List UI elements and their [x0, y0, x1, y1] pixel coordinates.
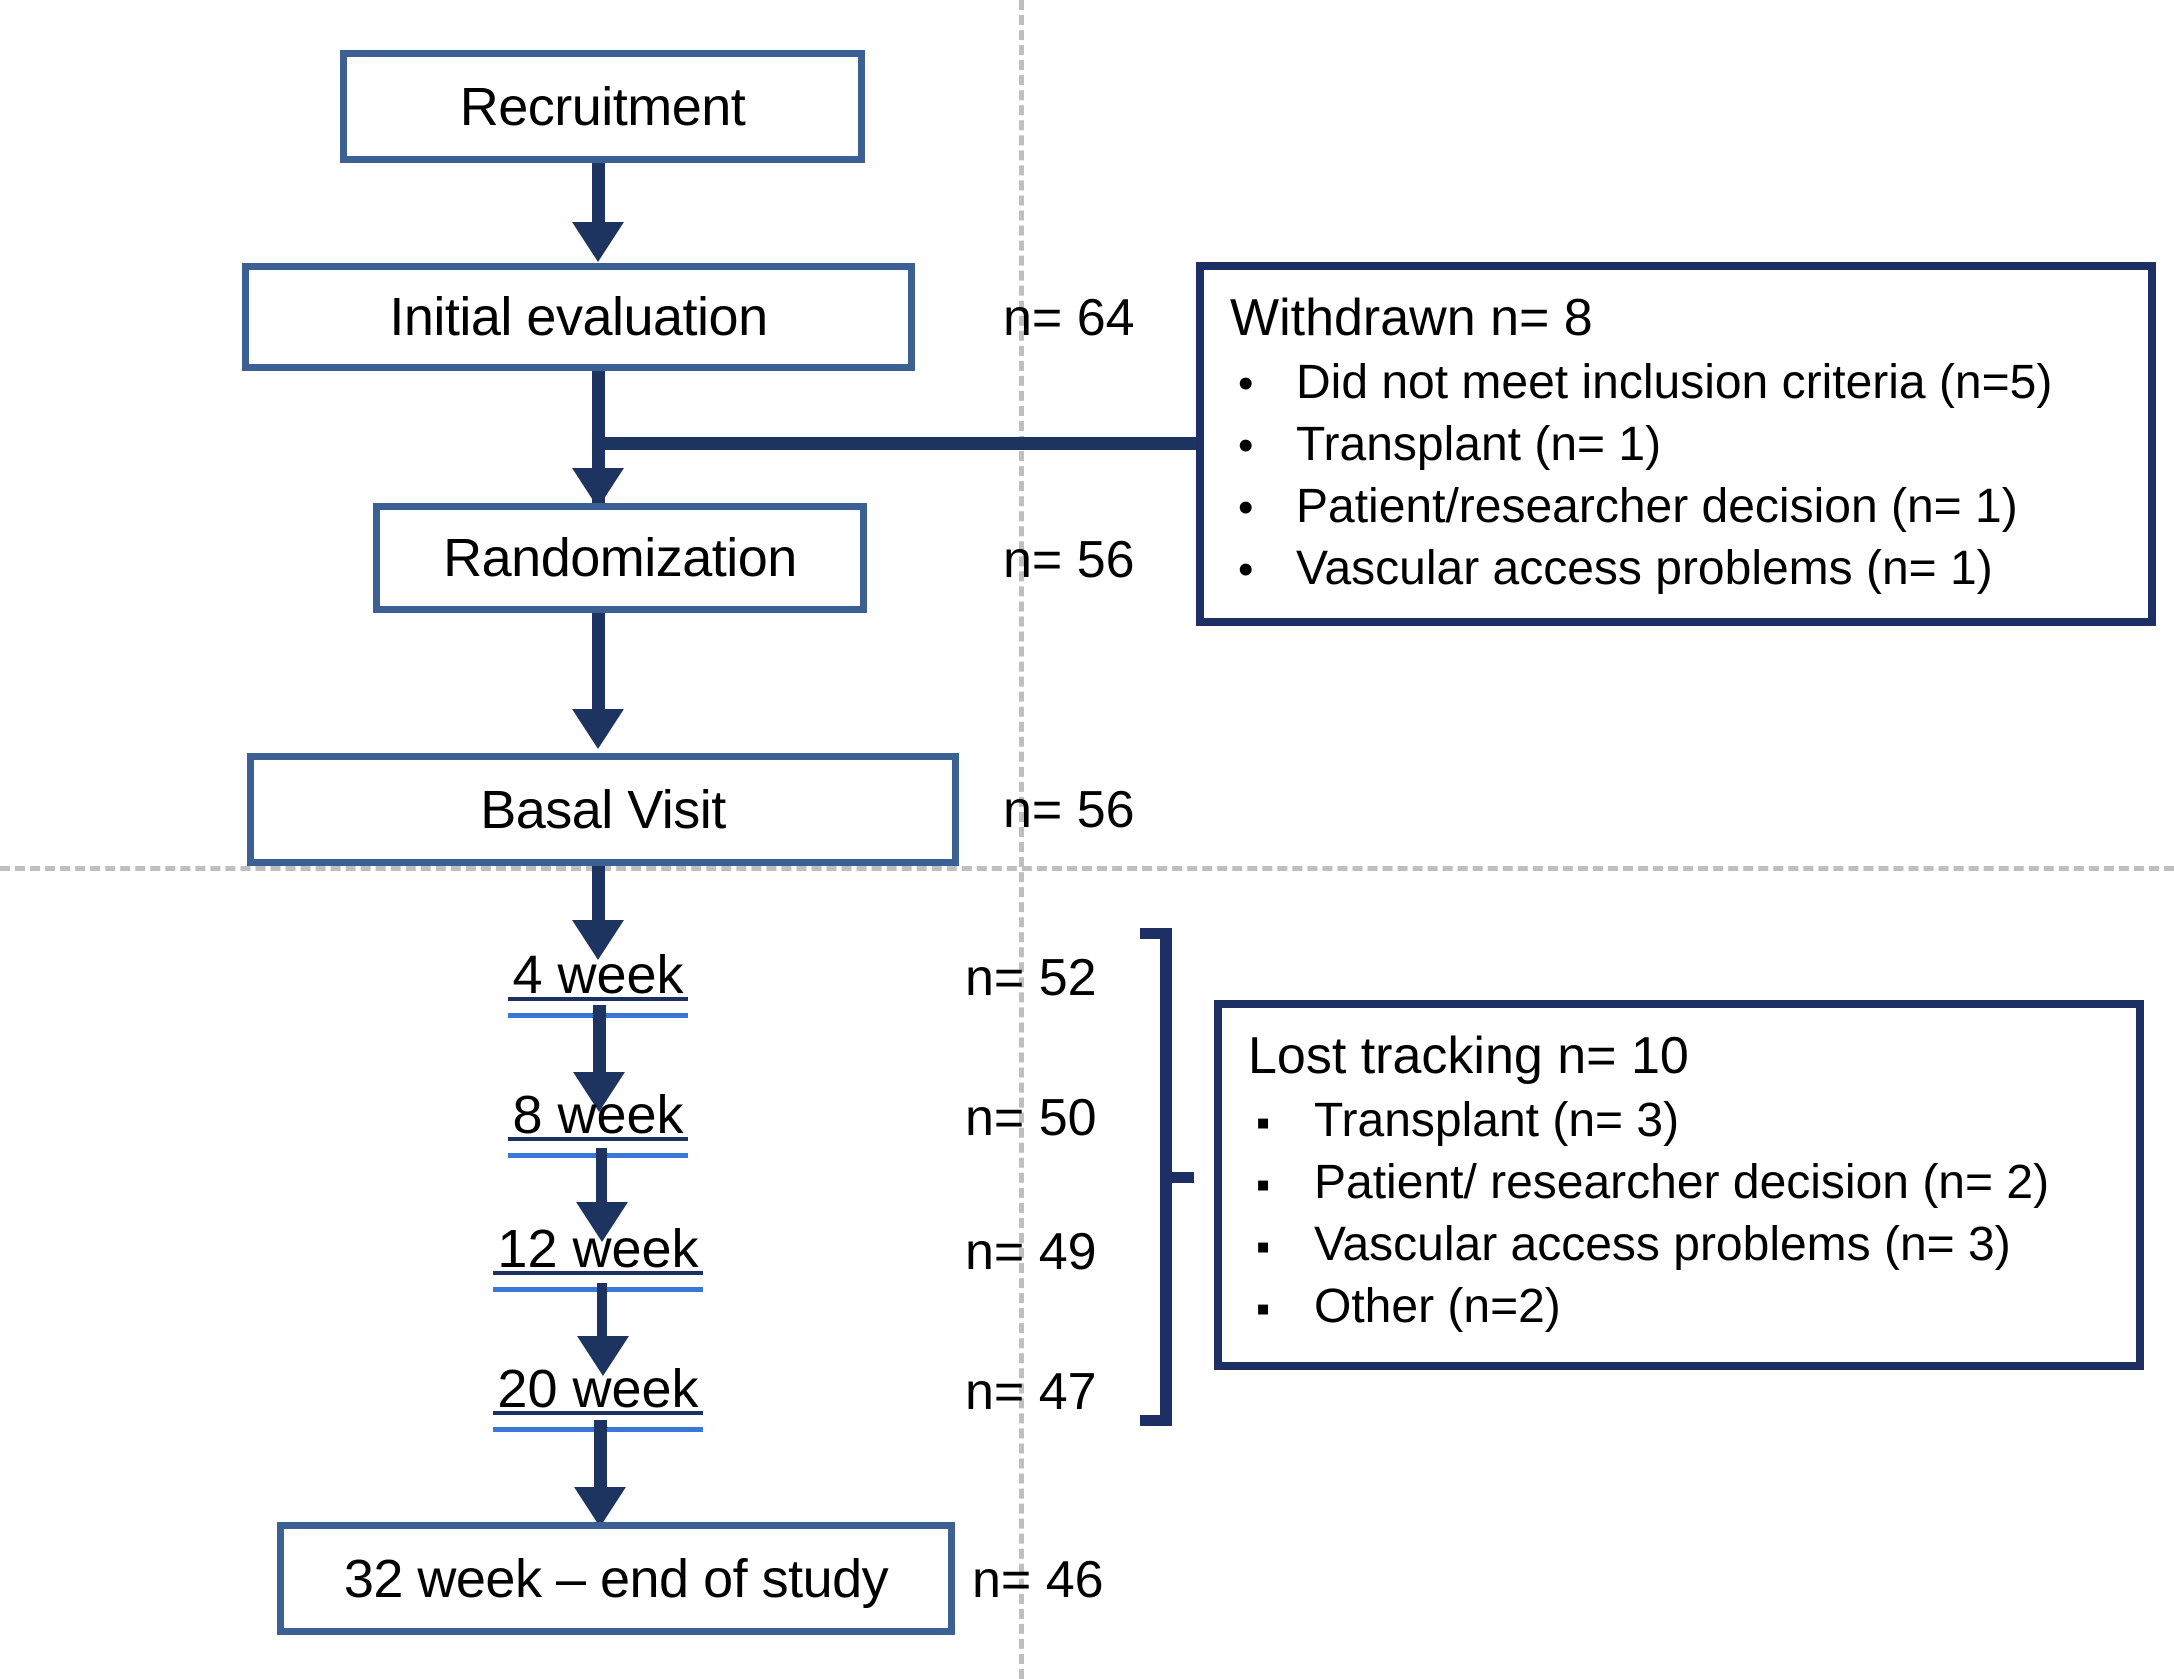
arrow-randomization-to-basal-shaft: [592, 613, 605, 715]
bullet-square-icon: [1244, 1097, 1314, 1145]
n-label-basal-visit: n= 56: [1003, 781, 1135, 839]
n-label-week-20: n= 47: [965, 1363, 1097, 1421]
bullet-dot-icon: [1226, 483, 1296, 531]
box-end-of-study[interactable]: 32 week – end of study: [277, 1522, 955, 1635]
n-label-end-of-study: n= 46: [972, 1551, 1104, 1609]
lost-tracking-item: Other (n=2): [1244, 1283, 2116, 1331]
lost-tracking-box-title: Lost tracking n= 10: [1248, 1027, 1689, 1085]
arrow-recruitment-to-initial-head: [572, 222, 624, 262]
withdrawn-item-label: Vascular access problems (n= 1): [1296, 542, 1993, 596]
box-randomization-label: Randomization: [443, 528, 797, 588]
horizontal-dashed-guide: [0, 866, 2174, 871]
withdrawn-item: Did not meet inclusion criteria (n=5): [1226, 359, 2128, 407]
step-week-4[interactable]: 4 week: [448, 945, 748, 1018]
n-label-initial-evaluation: n= 64: [1003, 289, 1135, 347]
arrow-week4-to-week8-head: [573, 1072, 625, 1112]
arrow-recruitment-to-initial-shaft: [592, 163, 605, 228]
withdrawn-item-label: Transplant (n= 1): [1296, 418, 1662, 472]
lost-tracking-item: Patient/ researcher decision (n= 2): [1244, 1159, 2116, 1207]
lost-tracking-item: Transplant (n= 3): [1244, 1097, 2116, 1145]
step-week-4-label: 4 week: [508, 945, 688, 1018]
lost-tracking-item: Vascular access problems (n= 3): [1244, 1221, 2116, 1269]
withdrawn-box-title: Withdrawn n= 8: [1230, 289, 1593, 347]
withdrawn-item: Patient/researcher decision (n= 1): [1226, 483, 2128, 531]
bullet-square-icon: [1244, 1283, 1314, 1331]
vertical-dashed-guide: [1019, 0, 1024, 1679]
bullet-dot-icon: [1226, 421, 1296, 469]
withdrawn-item: Vascular access problems (n= 1): [1226, 545, 2128, 593]
box-end-of-study-label: 32 week – end of study: [343, 1548, 889, 1609]
box-randomization[interactable]: Randomization: [373, 503, 867, 613]
arrow-week4-to-week8-shaft: [593, 1005, 606, 1080]
arrow-week8-to-week12-head: [576, 1202, 628, 1242]
arrow-randomization-to-basal-head: [572, 709, 624, 749]
n-label-week-12: n= 49: [965, 1223, 1097, 1281]
arrow-basal-to-week4-shaft: [592, 866, 605, 928]
brace-middle-tick: [1172, 1172, 1194, 1183]
n-label-week-4: n= 52: [965, 949, 1097, 1007]
lost-tracking-item-label: Transplant (n= 3): [1314, 1094, 1680, 1148]
step-week-8[interactable]: 8 week: [448, 1085, 748, 1158]
bullet-square-icon: [1244, 1221, 1314, 1269]
box-recruitment[interactable]: Recruitment: [340, 50, 865, 163]
arrow-week12-to-week20-head: [577, 1336, 629, 1376]
lost-tracking-box[interactable]: Lost tracking n= 10 Transplant (n= 3) Pa…: [1214, 1000, 2144, 1370]
bullet-dot-icon: [1226, 359, 1296, 407]
lost-tracking-box-list: Transplant (n= 3) Patient/ researcher de…: [1244, 1097, 2116, 1331]
brace-vertical-bar: [1160, 928, 1172, 1426]
step-week-20[interactable]: 20 week: [448, 1359, 748, 1432]
withdrawn-box-list: Did not meet inclusion criteria (n=5) Tr…: [1226, 359, 2128, 593]
bullet-square-icon: [1244, 1159, 1314, 1207]
box-initial-evaluation-label: Initial evaluation: [389, 287, 768, 347]
brace-top-arm: [1140, 928, 1162, 939]
brace-bottom-arm: [1140, 1415, 1162, 1426]
bullet-dot-icon: [1226, 545, 1296, 593]
n-label-randomization: n= 56: [1003, 531, 1135, 589]
step-week-12[interactable]: 12 week: [448, 1219, 748, 1292]
withdrawn-box[interactable]: Withdrawn n= 8 Did not meet inclusion cr…: [1196, 262, 2156, 626]
arrow-basal-to-week4-head: [572, 920, 624, 960]
lost-tracking-item-label: Patient/ researcher decision (n= 2): [1314, 1156, 2050, 1210]
arrow-initial-to-randomization-head: [572, 468, 624, 508]
arrow-week20-to-end-head: [574, 1487, 626, 1527]
withdrawn-item-label: Patient/researcher decision (n= 1): [1296, 480, 2018, 534]
step-week-12-label: 12 week: [493, 1219, 703, 1292]
step-week-20-label: 20 week: [493, 1359, 703, 1432]
box-initial-evaluation[interactable]: Initial evaluation: [242, 263, 915, 371]
arrow-week8-to-week12-shaft: [596, 1148, 607, 1210]
box-recruitment-label: Recruitment: [459, 76, 746, 137]
box-basal-visit[interactable]: Basal Visit: [247, 753, 959, 866]
lost-tracking-item-label: Vascular access problems (n= 3): [1314, 1218, 2011, 1272]
arrow-week20-to-end-shaft: [594, 1420, 607, 1495]
lost-tracking-item-label: Other (n=2): [1314, 1280, 1561, 1334]
connector-to-withdrawn-box: [592, 437, 1202, 450]
arrow-week12-to-week20-shaft: [597, 1283, 607, 1343]
withdrawn-item-label: Did not meet inclusion criteria (n=5): [1296, 356, 2053, 410]
box-basal-visit-label: Basal Visit: [480, 779, 726, 840]
step-week-8-label: 8 week: [508, 1085, 688, 1158]
n-label-week-8: n= 50: [965, 1089, 1097, 1147]
withdrawn-item: Transplant (n= 1): [1226, 421, 2128, 469]
